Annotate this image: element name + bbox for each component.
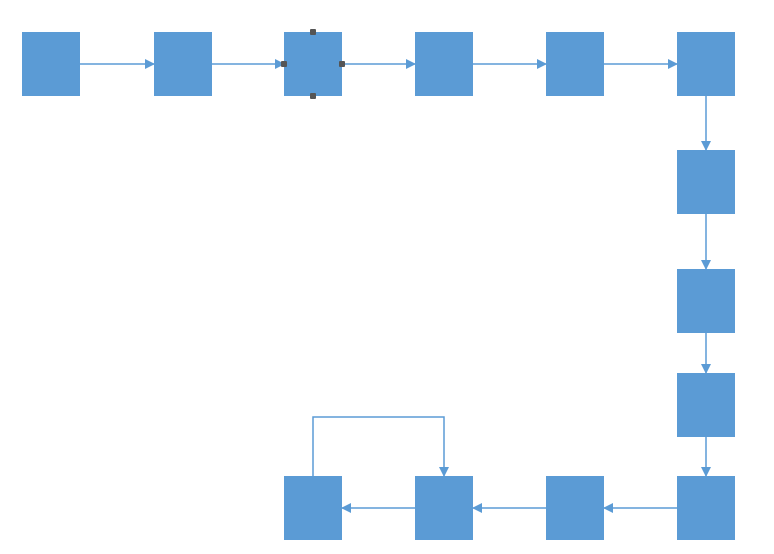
flowchart-node-n13[interactable] [284,476,342,540]
flowchart-node-n9[interactable] [677,373,735,437]
flowchart-node-n10[interactable] [677,476,735,540]
flowchart-node-n11[interactable] [546,476,604,540]
selection-handle-top[interactable] [310,29,316,35]
flowchart-node-n8[interactable] [677,269,735,333]
flowchart-node-n12[interactable] [415,476,473,540]
flowchart-node-n1[interactable] [22,32,80,96]
connector-arrow-n13-n12[interactable] [312,416,449,477]
flowchart-node-n4[interactable] [415,32,473,96]
edges-layer [80,59,711,513]
flowchart-node-n2[interactable] [154,32,212,96]
flowchart-node-n5[interactable] [546,32,604,96]
flowchart-node-n7[interactable] [677,150,735,214]
flowchart-node-n6[interactable] [677,32,735,96]
selection-handle-bottom[interactable] [310,93,316,99]
selection-handle-right[interactable] [339,61,345,67]
flowchart-node-n3[interactable] [284,32,342,96]
selection-handle-left[interactable] [281,61,287,67]
selection-handles [281,29,345,99]
nodes-layer [22,32,735,540]
